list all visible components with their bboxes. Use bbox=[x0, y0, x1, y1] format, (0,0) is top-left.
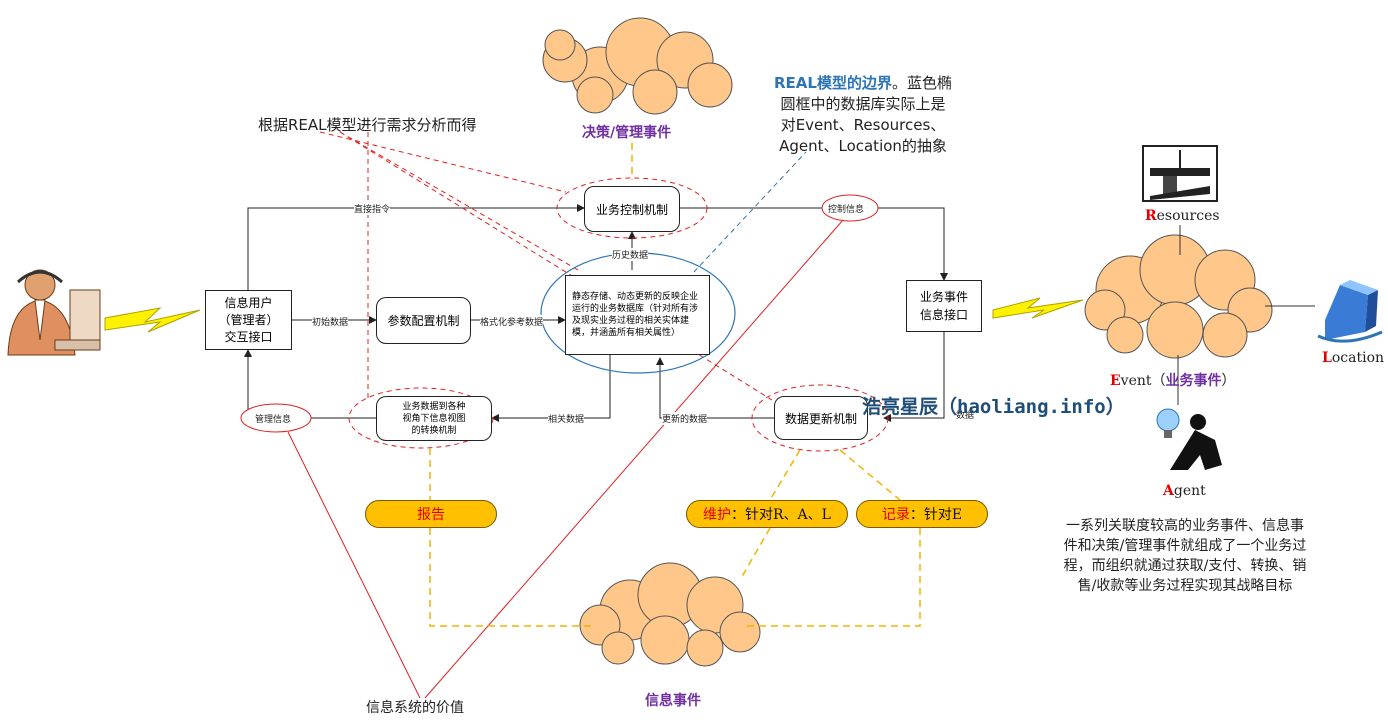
real-boundary-note: REAL模型的边界。蓝色椭 圆框中的数据库实际上是 对Event、Resourc… bbox=[768, 73, 958, 157]
process-note: 一系列关联度较高的业务事件、信息事 件和决策/管理事件就组成了一个业务过 程，而… bbox=[1040, 516, 1330, 596]
real-boundary-line4: Agent、Location的抽象 bbox=[779, 137, 947, 155]
record-pill: 记录：针对E bbox=[856, 500, 988, 528]
real-boundary-line3: 对Event、Resources、 bbox=[780, 116, 946, 134]
edge-data-partial: 数据 bbox=[956, 411, 975, 421]
agent-icon bbox=[1156, 408, 1222, 470]
maintain-prefix: 维护 bbox=[703, 507, 732, 523]
edge-mgmt-info: 管理信息 bbox=[255, 415, 292, 425]
real-boundary-line1: 。蓝色椭 bbox=[891, 74, 952, 92]
location-rest: ocation bbox=[1331, 350, 1385, 366]
event-initial: E bbox=[1110, 373, 1121, 389]
biz-event-line2: 信息接口 bbox=[919, 308, 968, 322]
decision-cloud-label: 决策/管理事件 bbox=[582, 125, 672, 141]
process-note-line3: 程，而组织就通过获取/支付、转换、销 bbox=[1063, 558, 1307, 574]
record-rest: ：针对E bbox=[909, 507, 963, 523]
agent-label: Agent bbox=[1163, 483, 1206, 499]
user-interface-line2: （管理者） bbox=[218, 312, 279, 327]
user-interface-box: 信息用户 （管理者） 交互接口 bbox=[205, 290, 292, 350]
edge-control-info: 控制信息 bbox=[828, 205, 865, 215]
user-interface-line1: 信息用户 bbox=[224, 295, 273, 310]
transform-box: 业务数据到各种 视角下信息视图 的转换机制 bbox=[376, 396, 492, 441]
resources-initial: R bbox=[1145, 208, 1157, 224]
biz-event-line1: 业务事件 bbox=[919, 290, 968, 304]
maintain-rest: ：针对R、A、L bbox=[731, 507, 831, 523]
agent-initial: A bbox=[1163, 483, 1174, 499]
watermark-text: 浩亮星辰（haoliang.info） bbox=[862, 396, 1125, 418]
edge-initial-data: 初始数据 bbox=[312, 315, 349, 328]
transform-line1: 业务数据到各种 bbox=[402, 401, 466, 412]
decision-cloud bbox=[542, 17, 733, 115]
event-cn: 业务事件 bbox=[1165, 373, 1222, 389]
report-pill: 报告 bbox=[365, 500, 497, 528]
event-rest: vent（ bbox=[1120, 373, 1166, 389]
data-update-box: 数据更新机制 bbox=[774, 396, 868, 440]
process-note-line2: 件和决策/管理事件就组成了一个业务过 bbox=[1063, 538, 1307, 554]
biz-event-interface-box: 业务事件 信息接口 bbox=[906, 280, 982, 332]
location-icon bbox=[1317, 280, 1383, 343]
event-label: Event（业务事件） bbox=[1110, 370, 1236, 390]
process-note-line1: 一系列关联度较高的业务事件、信息事 bbox=[1066, 518, 1304, 534]
info-cloud bbox=[579, 562, 761, 667]
biz-control-box: 业务控制机制 bbox=[584, 186, 680, 232]
event-close: ） bbox=[1221, 373, 1236, 389]
transform-line2: 视角下信息视图 bbox=[402, 413, 466, 424]
edge-related-data: 相关数据 bbox=[548, 412, 585, 425]
resources-icon bbox=[1142, 145, 1218, 202]
lightning-left-icon bbox=[104, 307, 201, 333]
maintain-pill: 维护：针对R、A、L bbox=[686, 500, 848, 528]
requirements-note: 根据REAL模型进行需求分析而得 bbox=[258, 116, 477, 134]
edge-format-ref: 格式化参考数据 bbox=[480, 315, 544, 328]
report-label: 报告 bbox=[417, 507, 445, 523]
transform-line3: 的转换机制 bbox=[411, 425, 457, 436]
user-interface-line3: 交互接口 bbox=[224, 329, 273, 344]
location-label: Location bbox=[1322, 350, 1384, 366]
resources-rest: esources bbox=[1156, 208, 1220, 224]
record-prefix: 记录 bbox=[881, 507, 910, 523]
edge-updated-data: 更新的数据 bbox=[662, 412, 708, 425]
edge-history-data: 历史数据 bbox=[612, 248, 649, 261]
lightning-right-icon bbox=[992, 297, 1084, 319]
location-initial: L bbox=[1322, 350, 1332, 366]
event-cloud bbox=[1084, 234, 1273, 359]
agent-rest: gent bbox=[1173, 483, 1206, 499]
value-note: 信息系统的价值 bbox=[366, 700, 464, 716]
real-boundary-title: REAL模型的边界 bbox=[774, 74, 892, 92]
database-box: 静态存储、动态更新的反映企业运行的业务数据库（针对所有涉及现实业务过程的相关实体… bbox=[565, 275, 710, 355]
process-note-line4: 售/收款等业务过程实现其战略目标 bbox=[1077, 578, 1293, 594]
user-person-icon bbox=[7, 269, 101, 356]
info-cloud-label: 信息事件 bbox=[645, 693, 701, 709]
real-boundary-line2: 圆框中的数据库实际上是 bbox=[780, 95, 946, 113]
param-config-box: 参数配置机制 bbox=[376, 297, 471, 344]
resources-label: Resources bbox=[1145, 208, 1220, 224]
edge-direct-command: 直接指令 bbox=[354, 202, 391, 215]
